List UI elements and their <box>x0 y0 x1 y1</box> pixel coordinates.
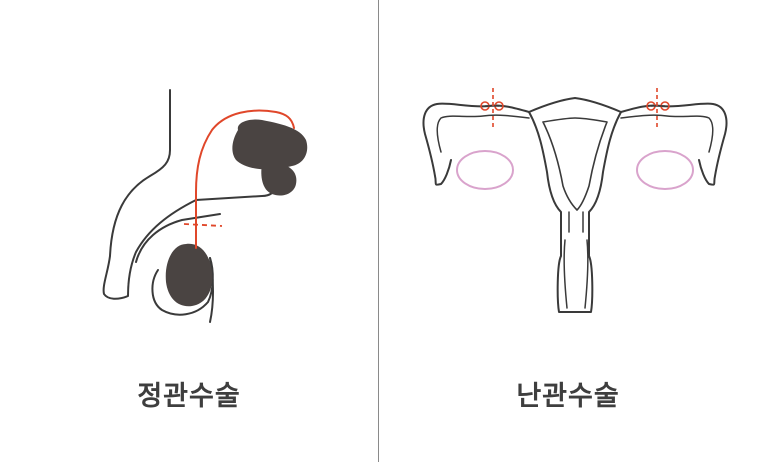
left-tube-inner <box>436 114 530 153</box>
vas-deferens <box>195 109 295 249</box>
thigh-line <box>209 257 214 323</box>
right-tube-inner <box>620 114 714 153</box>
male-reproductive-diagram <box>102 89 308 323</box>
right-ligation-clip <box>646 101 670 111</box>
panel-divider <box>378 0 379 462</box>
cervical-canal <box>563 211 589 309</box>
incision-mark <box>183 223 223 227</box>
prostate <box>261 164 297 196</box>
testis <box>165 243 213 307</box>
female-reproductive-diagram <box>422 88 728 313</box>
tubal-ligation-panel: 난관수술 <box>379 0 757 462</box>
uterus-outline <box>528 97 622 313</box>
vasectomy-panel: 정관수술 <box>0 0 378 462</box>
uterine-cavity <box>542 117 608 211</box>
right-ovary <box>636 150 694 190</box>
bladder <box>232 119 308 170</box>
tubal-ligation-caption: 난관수술 <box>516 381 620 412</box>
vasectomy-caption: 정관수술 <box>137 381 241 412</box>
urethra-line <box>135 213 221 263</box>
body-contour <box>102 89 197 300</box>
left-ovary <box>456 150 514 190</box>
left-ligation-clip <box>480 101 504 111</box>
